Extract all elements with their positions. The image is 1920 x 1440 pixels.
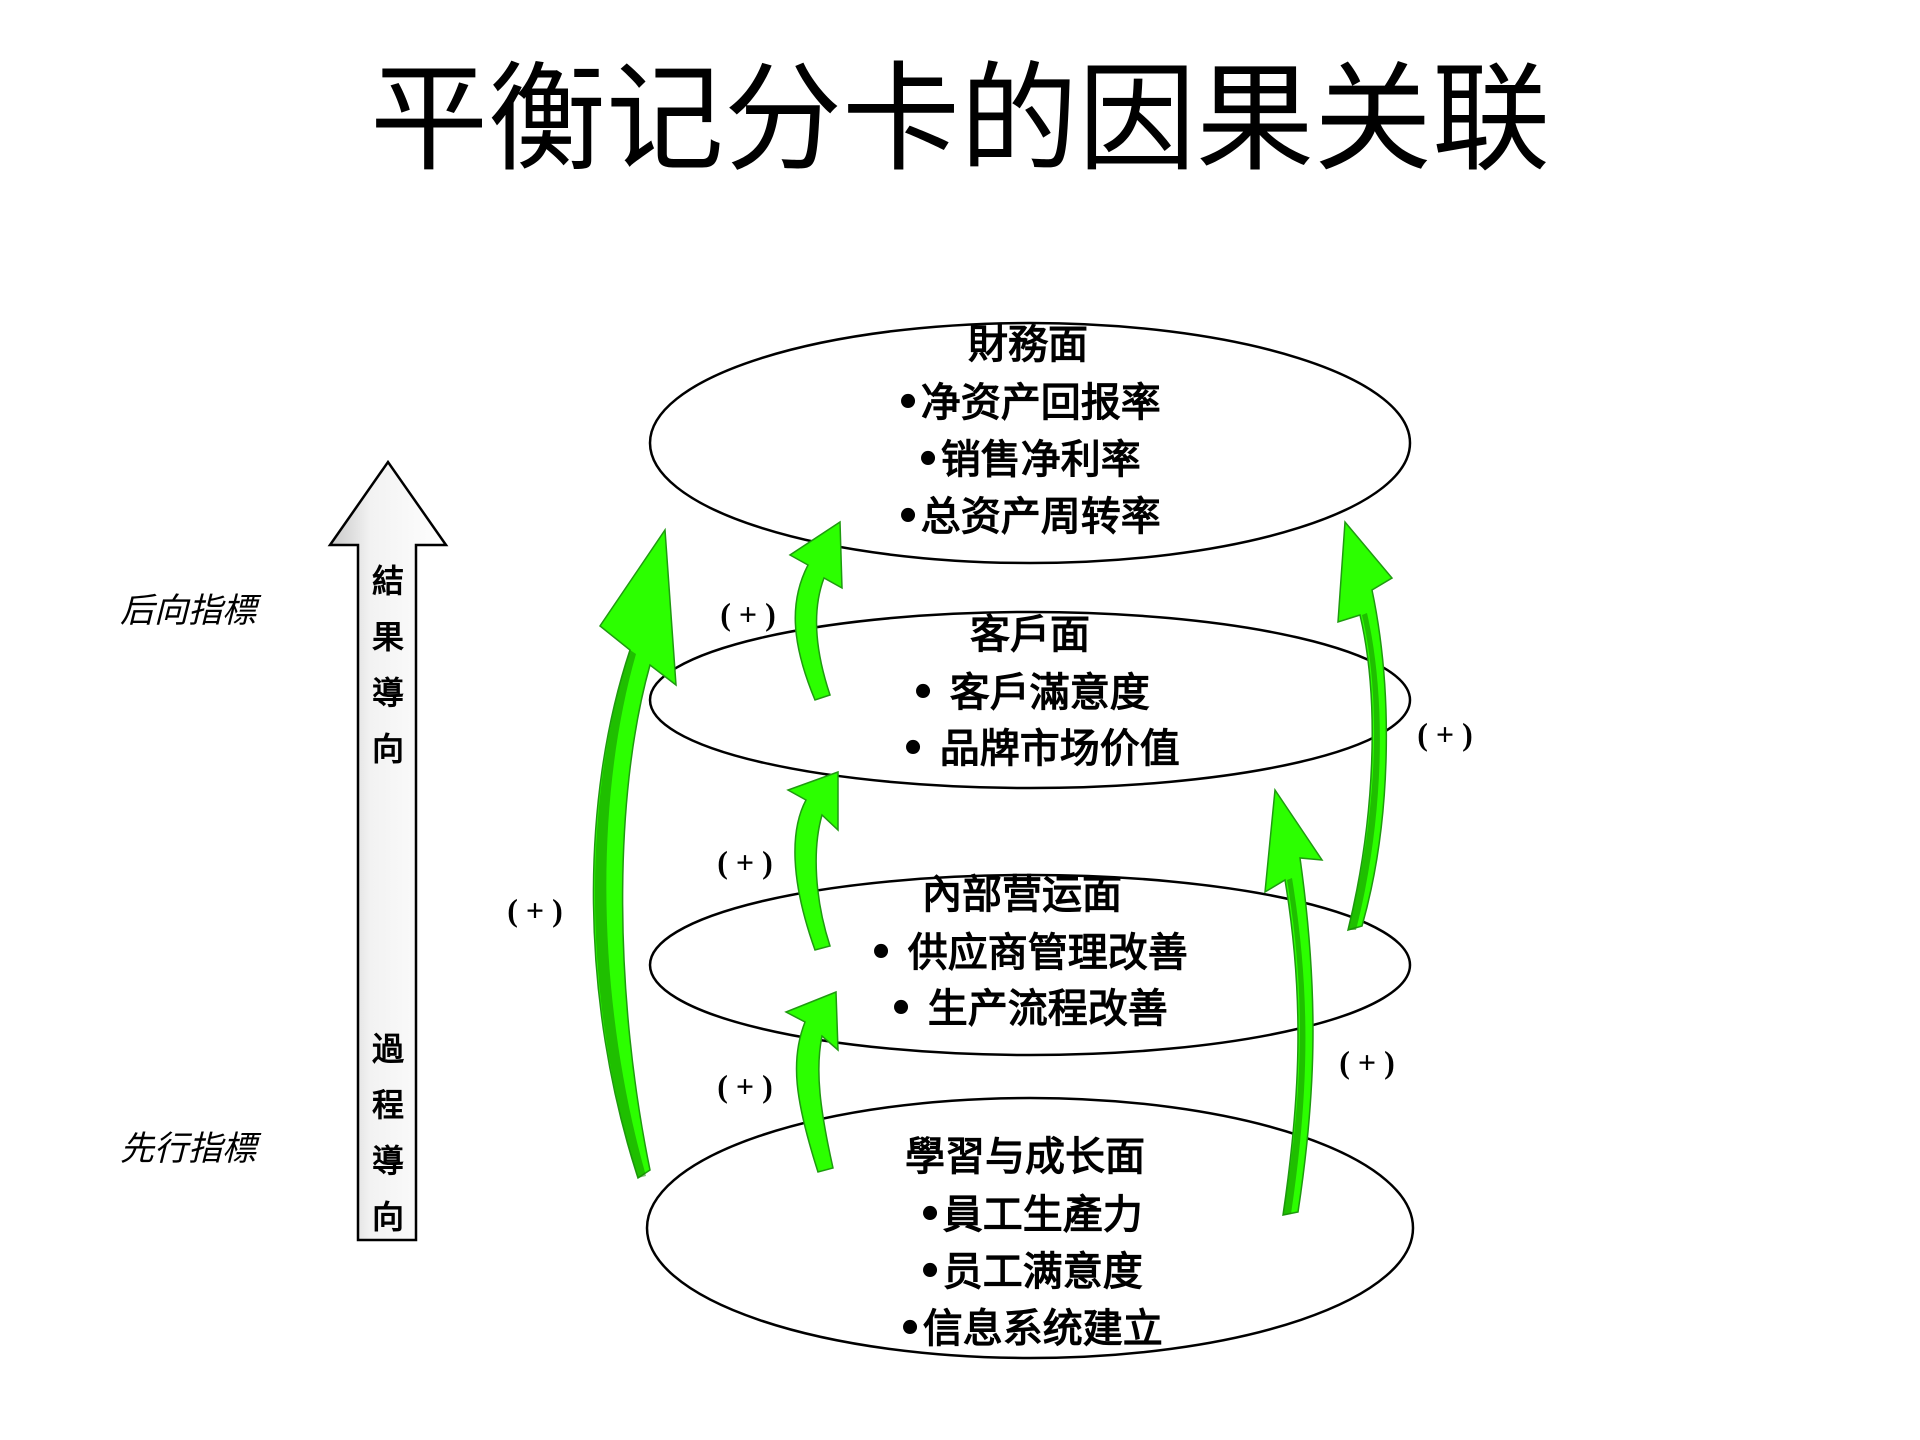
arrow-text-top-2: 果 [372, 618, 404, 656]
internal-process-ellipse [648, 873, 1412, 1057]
plus-label-customer-to-financial: ( + ) [720, 596, 776, 632]
internal-item-2: • 生产流程改善 [888, 986, 1168, 1032]
learning-item-1: •員工生產力 [917, 1192, 1143, 1238]
causal-arrow-learning-to-customer [1264, 787, 1324, 1216]
customer-layer: 客戶面 • 客戶滿意度 • 品牌市场价值 [900, 612, 1180, 772]
causal-arrow-learning-to-internal [784, 990, 839, 1173]
learning-growth-ellipse [645, 1096, 1415, 1360]
plus-label-learning-to-customer: ( + ) [1339, 1044, 1395, 1080]
financial-title: 財務面 [968, 322, 1088, 368]
plus-label-internal-to-financial: ( + ) [1417, 716, 1473, 752]
internal-title: 內部营运面 [922, 872, 1122, 918]
financial-item-3: •总资产周转率 [895, 494, 1161, 540]
learning-title: 學習与成长面 [905, 1134, 1145, 1180]
arrow-text-bottom-2: 程 [372, 1086, 404, 1124]
financial-ellipse [648, 321, 1412, 565]
result-orientation-arrow: 結 果 導 向 過 程 導 向 [327, 459, 449, 1242]
causal-arrow-internal-to-customer [786, 770, 839, 951]
financial-layer: 財務面 •净资产回报率 •销售净利率 •总资产周转率 [895, 322, 1161, 540]
plus-label-learning-to-financial: ( + ) [507, 892, 563, 928]
customer-item-2: • 品牌市场价值 [900, 726, 1180, 772]
page-title: 平衡记分卡的因果关联 [370, 50, 1550, 188]
arrow-text-bottom-4: 向 [372, 1198, 404, 1236]
learning-item-2: •员工满意度 [917, 1249, 1143, 1295]
arrow-text-top-1: 結 [372, 562, 404, 600]
financial-item-1: •净资产回报率 [895, 380, 1161, 426]
internal-item-1: • 供应商管理改善 [868, 930, 1188, 976]
causal-arrow-learning-to-financial [592, 527, 677, 1180]
plus-label-internal-to-customer: ( + ) [717, 844, 773, 880]
customer-title: 客戶面 [970, 612, 1090, 658]
causal-arrow-internal-to-financial [1337, 520, 1394, 932]
arrow-text-top-4: 向 [372, 730, 404, 768]
causal-arrow-customer-to-financial [788, 520, 843, 701]
customer-ellipse [648, 610, 1412, 790]
financial-item-2: •销售净利率 [915, 437, 1141, 483]
leading-indicator-label: 先行指標 [120, 1129, 262, 1169]
learning-item-3: •信息系统建立 [897, 1306, 1163, 1352]
arrow-text-bottom-3: 導 [372, 1142, 404, 1180]
lagging-indicator-label: 后向指標 [120, 591, 262, 631]
customer-item-1: • 客戶滿意度 [910, 670, 1150, 716]
arrow-text-top-3: 導 [372, 674, 404, 712]
plus-label-learning-to-internal: ( + ) [717, 1068, 773, 1104]
internal-process-layer: 內部营运面 • 供应商管理改善 • 生产流程改善 [868, 872, 1188, 1032]
learning-growth-layer: 學習与成长面 •員工生產力 •员工满意度 •信息系统建立 [897, 1134, 1163, 1352]
arrow-text-bottom-1: 過 [372, 1030, 405, 1068]
